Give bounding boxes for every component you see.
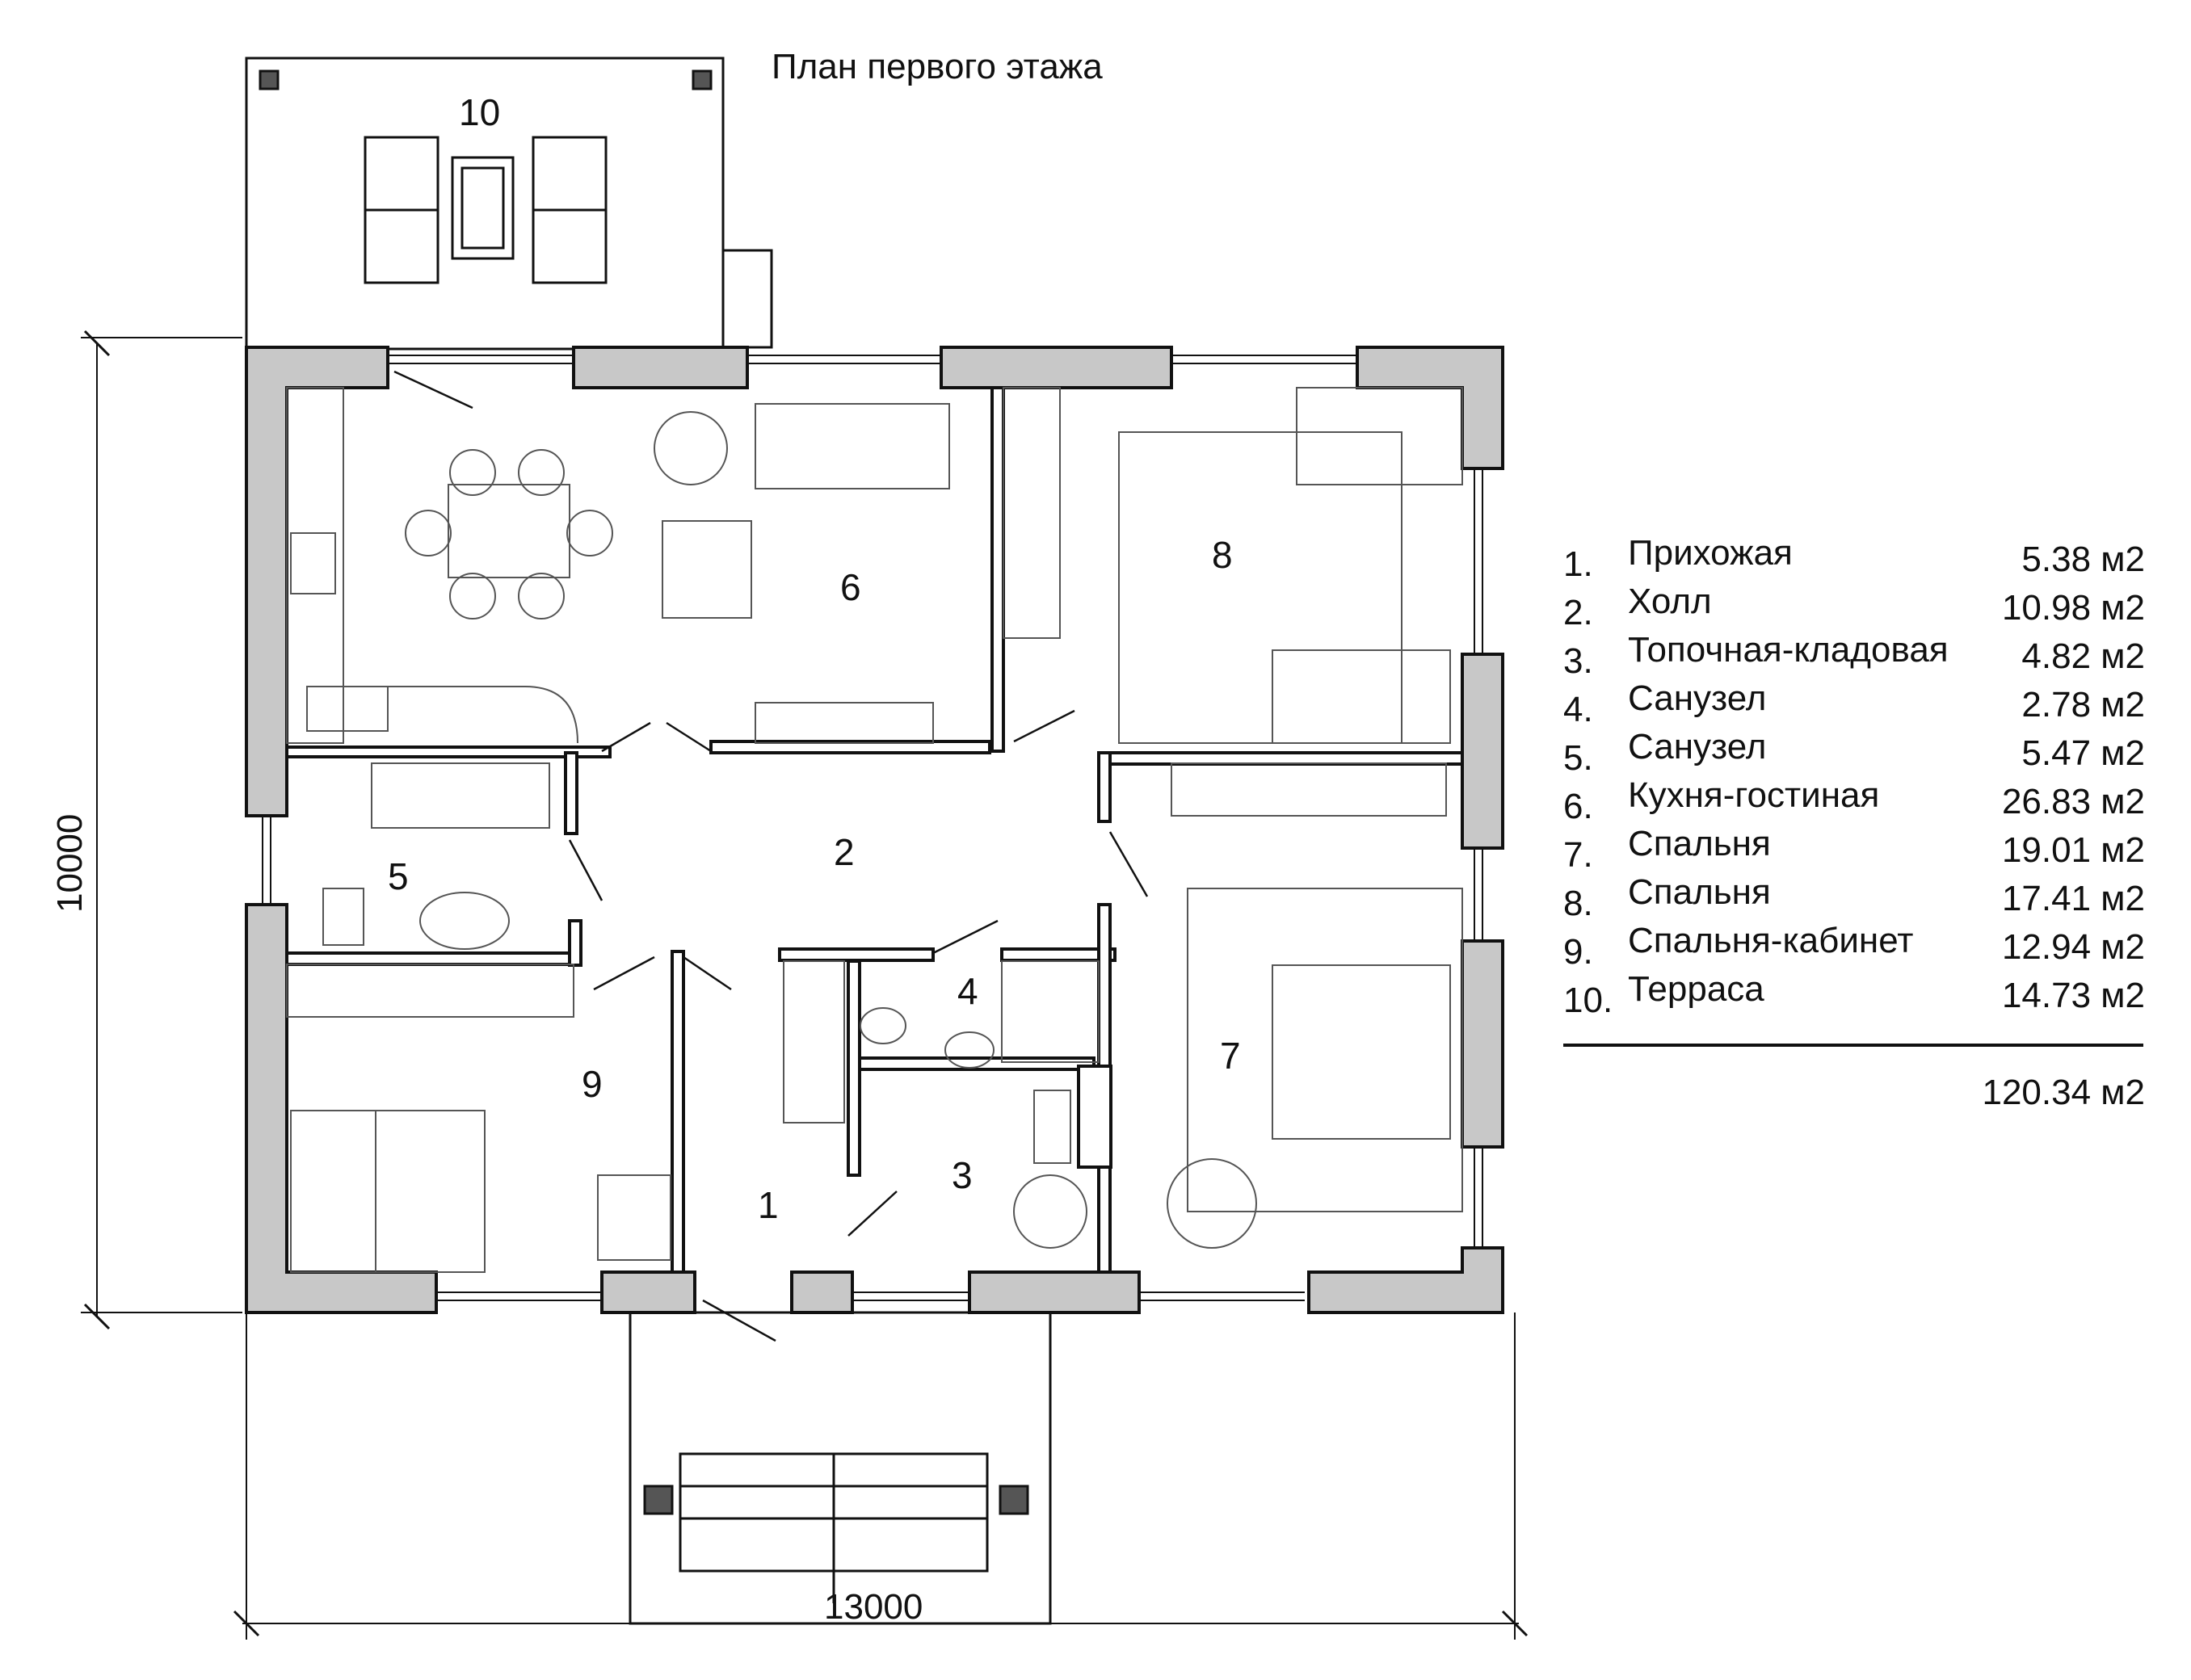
legend-name: Терраса [1628,969,1764,1009]
legend-name: Санузел [1628,727,1767,766]
legend-name: Холл [1628,582,1712,621]
legend-name: Санузел [1628,678,1767,718]
legend-num: 4. [1563,690,1593,729]
room-label-1: 1 [758,1184,779,1226]
legend-num: 3. [1563,641,1593,681]
legend-row: 3. Топочная-кладовая 4.82 м2 [1563,630,2145,681]
legend-area: 12.94 м2 [2001,927,2145,967]
room-label-4: 4 [957,970,978,1012]
legend-area: 2.78 м2 [2021,685,2145,724]
legend-num: 9. [1563,932,1593,972]
legend-area: 10.98 м2 [2001,588,2145,628]
room-label-9: 9 [582,1063,603,1105]
legend-area: 5.47 м2 [2021,733,2145,773]
dimension-width: 13000 [824,1587,923,1627]
plan-title: План первого этажа [772,47,1103,86]
legend-divider [1563,1044,2143,1047]
wall-northeast [1356,346,1504,470]
dining-table [448,484,570,578]
legend-num: 1. [1563,544,1593,584]
wall-north-b [940,346,1173,389]
legend-num: 6. [1563,787,1593,826]
legend-num: 8. [1563,884,1593,923]
terrace-table [451,156,515,260]
room-label-3: 3 [952,1154,973,1196]
legend-area: 4.82 м2 [2021,636,2145,676]
legend-area: 19.01 м2 [2001,830,2145,870]
terrace-outline [245,57,725,351]
legend-row: 8. Спальня 17.41 м2 [1563,872,2145,923]
legend-name: Топочная-кладовая [1628,630,1949,670]
wall-south-a [968,1270,1141,1314]
wall-north-a [572,346,749,389]
legend-name: Спальня [1628,872,1771,912]
legend-row: 5. Санузел 5.47 м2 [1563,727,2145,778]
room-label-5: 5 [388,855,409,897]
legend-num: 10. [1563,981,1613,1020]
room-label-10: 10 [459,91,501,133]
legend-name: Кухня-гостиная [1628,775,1880,815]
room-label-8: 8 [1212,534,1233,576]
legend-row: 9. Спальня-кабинет 12.94 м2 [1563,921,2145,972]
legend-row: 7. Спальня 19.01 м2 [1563,824,2145,875]
wall-southeast [1307,1246,1504,1314]
legend-row: 1. Прихожая 5.38 м2 [1563,533,2145,584]
legend-area: 26.83 м2 [2001,782,2145,821]
room-label-6: 6 [840,566,861,608]
legend-area: 14.73 м2 [2001,976,2145,1015]
wall-south-c [600,1270,696,1314]
legend-area: 17.41 м2 [2001,879,2145,918]
legend-row: 2. Холл 10.98 м2 [1563,582,2145,632]
legend-row: 10. Терраса 14.73 м2 [1563,969,2145,1020]
legend-row: 6. Кухня-гостиная 26.83 м2 [1563,775,2145,826]
room-label-7: 7 [1220,1035,1241,1077]
legend-name: Прихожая [1628,533,1793,573]
living-sofa [755,403,950,489]
legend-num: 5. [1563,738,1593,778]
room-label-2: 2 [834,831,855,873]
wall-east-b [1461,939,1504,1149]
legend-num: 2. [1563,593,1593,632]
wall-east-a [1461,653,1504,850]
legend-name: Спальня-кабинет [1628,921,1914,960]
legend-row: 4. Санузел 2.78 м2 [1563,678,2145,729]
wall-south-b [790,1270,854,1314]
dimension-height: 10000 [50,813,90,913]
legend-area: 5.38 м2 [2021,540,2145,579]
legend-name: Спальня [1628,824,1771,863]
legend-total-area: 120.34 м2 [1982,1073,2145,1112]
legend-num: 7. [1563,835,1593,875]
